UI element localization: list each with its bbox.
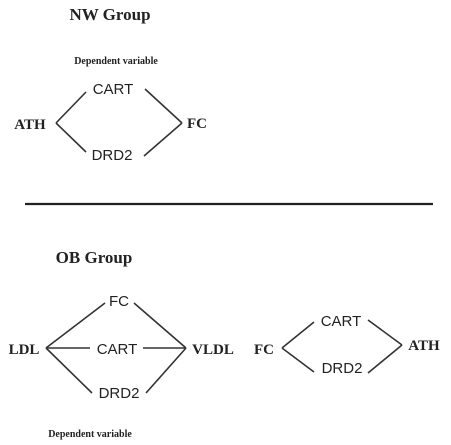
node-cart: CART	[97, 341, 138, 358]
edge-drd2-fc	[143, 122, 183, 157]
edge-fc-vldl	[133, 302, 187, 349]
nw-group-panel: NW Group Dependent variable ATH CART DRD…	[14, 5, 207, 164]
nw-group-title: NW Group	[69, 5, 150, 24]
edge-fc-drd2	[281, 347, 315, 373]
ob-network-graph-ldl-vldl: LDL FC CART DRD2 VLDL	[9, 293, 234, 402]
node-fc: FC	[254, 342, 274, 358]
node-ldl: LDL	[9, 342, 40, 358]
edge-cart-fc	[144, 88, 183, 124]
ob-group-panel: OB Group LDL FC CART DRD2 VLDL FC CART D…	[9, 248, 440, 440]
edge-ldl-drd2	[45, 347, 93, 394]
node-ath: ATH	[14, 117, 46, 133]
edge-cart-ath	[367, 319, 403, 346]
ob-dependent-variable-label: Dependent variable	[48, 429, 132, 440]
ob-group-title: OB Group	[56, 248, 133, 267]
node-ath: ATH	[408, 338, 440, 354]
ob-network-graph-fc-ath: FC CART DRD2 ATH	[254, 313, 440, 377]
edge-drd2-vldl	[145, 347, 187, 394]
node-cart: CART	[321, 313, 362, 330]
nw-network-graph: ATH CART DRD2 FC	[14, 81, 207, 164]
node-fc: FC	[187, 116, 207, 132]
edge-ath-cart	[55, 91, 87, 124]
edge-drd2-ath	[367, 344, 403, 374]
node-drd2: DRD2	[322, 360, 363, 377]
edge-fc-cart	[281, 321, 315, 349]
edge-ath-drd2	[55, 122, 87, 153]
node-cart: CART	[93, 81, 134, 98]
nw-dependent-variable-label: Dependent variable	[74, 56, 158, 67]
node-fc: FC	[109, 293, 129, 310]
node-drd2: DRD2	[92, 147, 133, 164]
node-drd2: DRD2	[99, 385, 140, 402]
edge-ldl-fc	[45, 302, 106, 349]
node-vldl: VLDL	[192, 342, 234, 358]
